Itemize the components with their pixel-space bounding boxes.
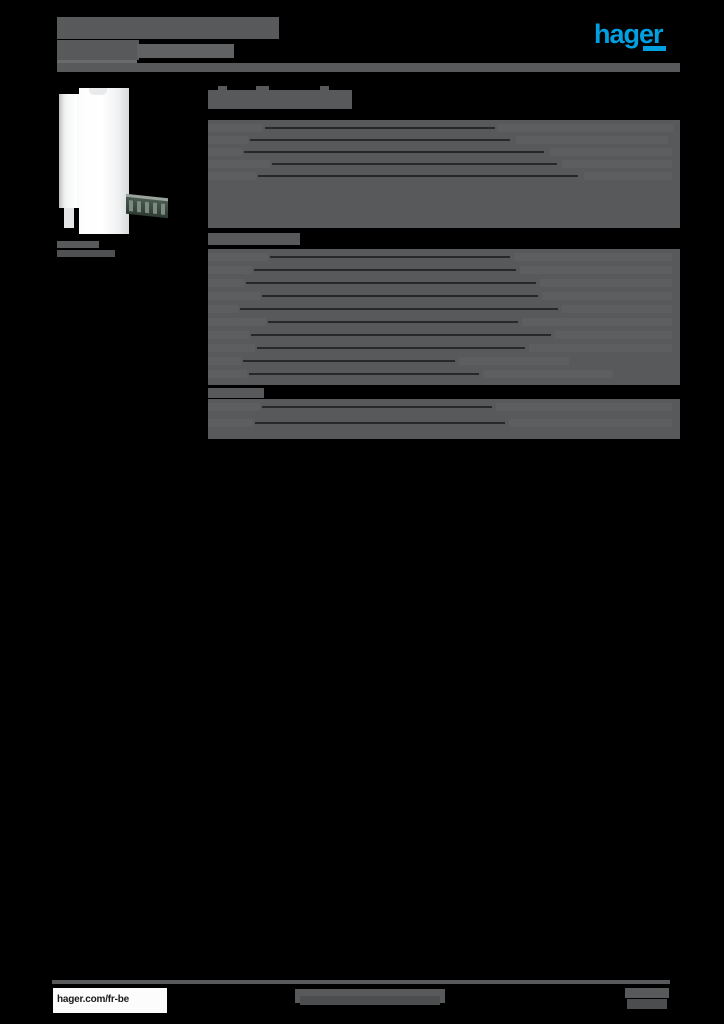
spec-row-leader bbox=[249, 373, 479, 375]
spec-row-label bbox=[208, 344, 255, 352]
section-heading-ascender bbox=[218, 86, 227, 91]
spec-row-value bbox=[584, 172, 672, 180]
spec-row-value bbox=[496, 403, 672, 411]
section-heading-ascender bbox=[320, 86, 329, 91]
spec-row-label bbox=[208, 331, 249, 339]
spec-row-value bbox=[562, 160, 672, 168]
spec-row-leader bbox=[250, 139, 510, 141]
section-label bbox=[208, 233, 300, 245]
spec-row-label bbox=[208, 419, 253, 427]
connector-pin bbox=[161, 203, 165, 215]
product-caption-line2 bbox=[57, 250, 115, 257]
spec-row-label bbox=[208, 148, 242, 156]
hager-logo[interactable]: hager bbox=[594, 21, 680, 51]
spec-row-label bbox=[208, 172, 256, 180]
spec-row-value bbox=[555, 331, 672, 339]
product-caption-line1 bbox=[57, 241, 99, 248]
product-terminal-connector bbox=[126, 196, 168, 219]
spec-row-label bbox=[208, 292, 260, 300]
spec-row-value bbox=[522, 318, 672, 326]
spec-row-leader bbox=[262, 406, 492, 408]
hager-logo-text: hager bbox=[594, 19, 664, 49]
spec-row-leader bbox=[270, 256, 510, 258]
spec-row-leader bbox=[268, 321, 518, 323]
spec-row-leader bbox=[262, 295, 538, 297]
spec-row-leader bbox=[251, 334, 551, 336]
section-heading-ascender bbox=[256, 86, 269, 91]
connector-pin bbox=[129, 200, 133, 212]
spec-row-label bbox=[208, 305, 238, 313]
product-image bbox=[57, 88, 177, 234]
spec-row-label bbox=[208, 370, 247, 378]
connector-pin bbox=[145, 201, 149, 214]
footer-right-text-line2 bbox=[627, 999, 667, 1009]
page-header: hager bbox=[0, 0, 724, 80]
spec-row-label bbox=[208, 124, 263, 132]
footer-rule bbox=[52, 980, 670, 984]
spec-row-leader bbox=[258, 175, 578, 177]
spec-row-label bbox=[208, 160, 270, 168]
product-front-cover bbox=[79, 88, 129, 234]
spec-row-value bbox=[520, 266, 672, 274]
spec-row-leader bbox=[257, 347, 525, 349]
spec-row-value bbox=[542, 292, 672, 300]
product-top-tab bbox=[89, 88, 107, 95]
section-label bbox=[208, 388, 264, 398]
spec-row-label bbox=[208, 357, 241, 365]
spec-row-leader bbox=[255, 422, 505, 424]
spec-row-value bbox=[529, 344, 672, 352]
spec-row-label bbox=[208, 266, 252, 274]
section-heading bbox=[208, 90, 352, 109]
page-title-line2 bbox=[57, 40, 139, 60]
header-rule-accent bbox=[57, 60, 137, 65]
spec-row-value bbox=[483, 370, 613, 378]
spec-row-value bbox=[498, 124, 673, 132]
page-subtitle bbox=[137, 44, 234, 58]
spec-row-leader bbox=[254, 269, 516, 271]
spec-row-leader bbox=[272, 163, 557, 165]
footer-right-text bbox=[625, 988, 669, 998]
product-bottom-foot bbox=[64, 208, 74, 228]
page-title bbox=[57, 17, 279, 39]
spec-row-leader bbox=[246, 282, 536, 284]
spec-row-value bbox=[550, 148, 672, 156]
connector-pin bbox=[137, 200, 141, 213]
spec-row-leader bbox=[265, 127, 495, 129]
spec-row-leader bbox=[243, 360, 455, 362]
spec-row-value bbox=[562, 305, 672, 313]
spec-row-value bbox=[514, 253, 672, 261]
hager-logo-bar bbox=[643, 46, 666, 51]
footer-url[interactable]: hager.com/fr-be bbox=[57, 994, 130, 1005]
connector-pin bbox=[153, 202, 157, 215]
spec-row-label bbox=[208, 318, 266, 326]
spec-row-value bbox=[509, 419, 672, 427]
spec-row-value bbox=[516, 136, 668, 144]
spec-row-leader bbox=[244, 151, 544, 153]
spec-row-label bbox=[208, 253, 268, 261]
footer-url-box[interactable] bbox=[53, 988, 167, 1013]
spec-row-label bbox=[208, 136, 248, 144]
spec-row-leader bbox=[240, 308, 558, 310]
footer-center-text-line2 bbox=[300, 996, 440, 1005]
spec-row-value bbox=[540, 279, 672, 287]
spec-row-label bbox=[208, 403, 260, 411]
header-rule bbox=[57, 63, 680, 72]
product-side-groove bbox=[59, 94, 64, 232]
spec-row-value bbox=[459, 357, 569, 365]
spec-row-label bbox=[208, 279, 244, 287]
